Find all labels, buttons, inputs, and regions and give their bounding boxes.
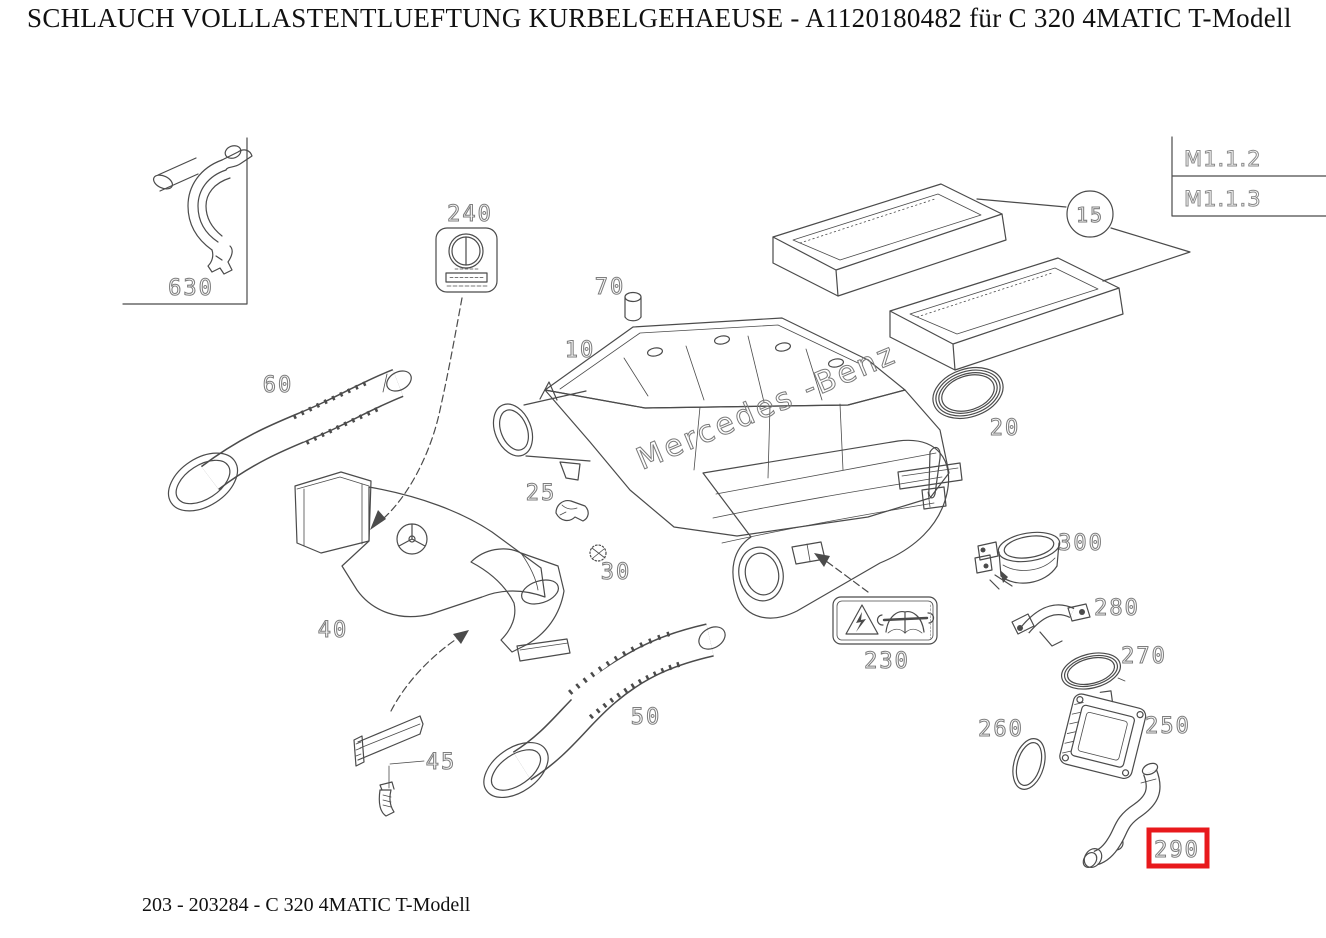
- engine-cover-40-art: [294, 471, 571, 662]
- intake-hose-50-art: [483, 623, 726, 799]
- vent-hose-290-art: [1082, 762, 1161, 869]
- callout-300[interactable]: 300: [1058, 530, 1104, 556]
- seal-ring-260-art: [1012, 738, 1046, 790]
- strip-45-art: [353, 715, 425, 817]
- part-630-frame: [122, 137, 248, 305]
- callout-25[interactable]: 25: [525, 480, 557, 506]
- module-ref-1[interactable]: M1.1.2: [1184, 147, 1262, 172]
- callout-45[interactable]: 45: [425, 749, 457, 775]
- air-cleaner-housing-art: [492, 317, 963, 619]
- callout-260[interactable]: 260: [978, 716, 1024, 742]
- callout-630[interactable]: 630: [168, 275, 214, 301]
- callout-20[interactable]: 20: [989, 415, 1021, 441]
- badge-240-art: [435, 227, 498, 293]
- callout-250[interactable]: 250: [1145, 713, 1191, 739]
- filter-elements-art: [772, 183, 1124, 371]
- intake-hose-60-art: [167, 369, 412, 512]
- sleeve-70-art: [624, 291, 642, 322]
- module-ref-frame: [1171, 136, 1326, 217]
- leader-230-arrow: [814, 553, 869, 593]
- highlight-box-290: [1146, 827, 1210, 869]
- callout-280[interactable]: 280: [1094, 595, 1140, 621]
- leader-45-arrow: [390, 630, 469, 712]
- seal-ring-20-art: [932, 367, 1004, 419]
- throttle-body-300-art: [974, 531, 1061, 590]
- warning-sticker-230-art: [832, 596, 938, 645]
- callout-240[interactable]: 240: [447, 201, 493, 227]
- callout-60[interactable]: 60: [262, 372, 294, 398]
- brand-text: Mercedes -Benz: [631, 336, 902, 477]
- callout-10[interactable]: 10: [564, 337, 596, 363]
- leader-240-arrow: [370, 297, 463, 530]
- clip-25-art: [555, 500, 589, 522]
- bracket-280-art: [1011, 603, 1091, 647]
- seal-ring-270-art: [1061, 652, 1126, 690]
- callout-50[interactable]: 50: [630, 704, 662, 730]
- callout-290-highlighted[interactable]: 290: [1154, 837, 1200, 863]
- callout-15-circle[interactable]: [976, 190, 1191, 282]
- callout-30[interactable]: 30: [600, 559, 632, 585]
- callout-70[interactable]: 70: [594, 274, 626, 300]
- callout-40[interactable]: 40: [317, 617, 349, 643]
- module-ref-2[interactable]: M1.1.3: [1184, 187, 1262, 212]
- callout-15[interactable]: 15: [1075, 202, 1104, 227]
- callout-270[interactable]: 270: [1121, 643, 1167, 669]
- clip-630-art: [152, 145, 253, 275]
- screw-30-art: [589, 544, 607, 562]
- callout-230[interactable]: 230: [864, 648, 910, 674]
- model-caption: 203 - 203284 - C 320 4MATIC T-Modell: [142, 894, 471, 916]
- flange-250-art: [1059, 690, 1147, 779]
- page-title: SCHLAUCH VOLLLASTENTLUEFTUNG KURBELGEHAE…: [27, 3, 1292, 33]
